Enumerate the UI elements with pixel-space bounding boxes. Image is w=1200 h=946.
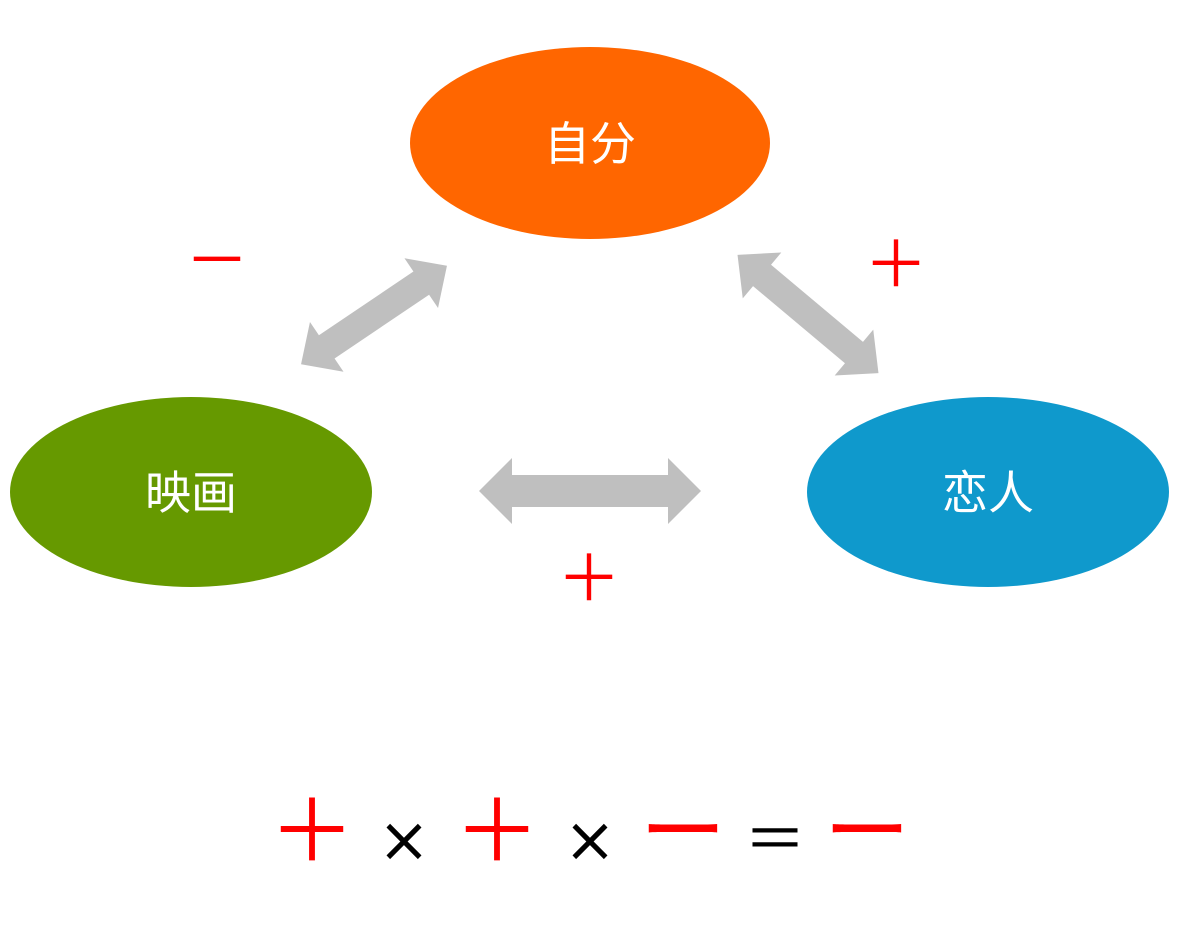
arrow-movie-partner	[479, 458, 701, 524]
double-arrow-shape	[301, 258, 447, 372]
formula-equals: ＝	[744, 803, 806, 876]
node-self-label: 自分	[544, 117, 636, 171]
sign-movie-partner: ＋	[557, 543, 621, 617]
node-partner: 恋人	[807, 397, 1169, 587]
node-movie-label: 映画	[145, 466, 237, 520]
sign-self-partner: ＋	[864, 229, 928, 303]
formula-term-3: ー	[640, 782, 726, 882]
double-arrow-shape	[479, 458, 701, 524]
formula-term-1: ＋	[269, 782, 355, 882]
node-movie-shape	[10, 397, 372, 587]
formula-result: ー	[824, 782, 910, 882]
arrow-self-partner	[737, 252, 879, 376]
arrow-self-movie	[301, 258, 447, 372]
node-partner-shape	[807, 397, 1169, 587]
sign-formula: ＋ × ＋ × ー ＝ ー	[269, 782, 910, 882]
node-self-shape	[410, 47, 770, 239]
sign-self-movie: －	[185, 225, 249, 299]
formula-multiply-1: ×	[378, 803, 430, 876]
node-movie: 映画	[10, 397, 372, 587]
node-partner-label: 恋人	[942, 466, 1034, 520]
formula-term-2: ＋	[454, 782, 540, 882]
formula-multiply-2: ×	[564, 803, 616, 876]
node-self: 自分	[410, 47, 770, 239]
double-arrow-shape	[737, 252, 879, 376]
